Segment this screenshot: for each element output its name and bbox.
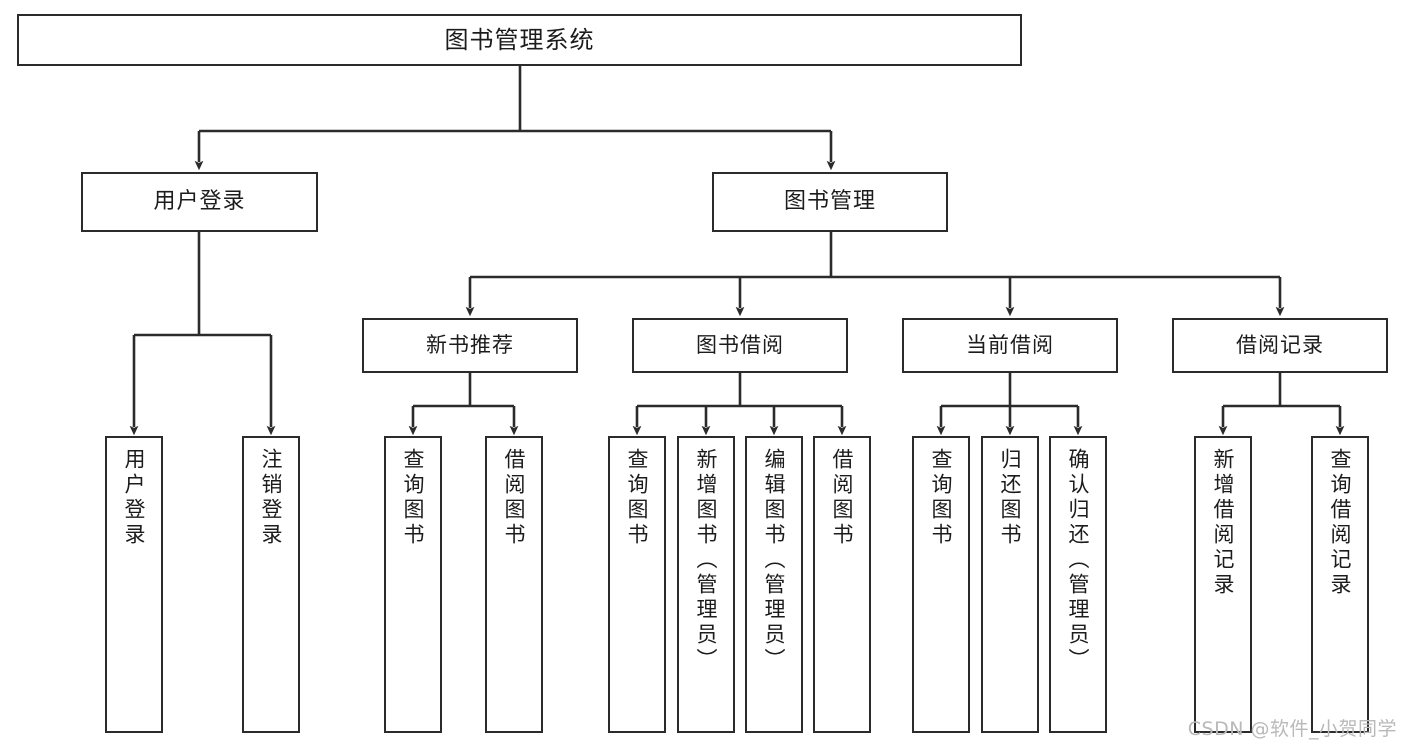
leaf-logout-login[interactable]: 注销登录 (242, 436, 300, 733)
leaf-borrow-book-2[interactable]: 借阅图书 (813, 436, 871, 733)
node-label: 用户登录 (122, 448, 147, 548)
node-label: 新增图书（管理员） (694, 448, 719, 673)
node-label: 图书管理系统 (444, 25, 595, 54)
leaf-query-borrow-record[interactable]: 查询借阅记录 (1311, 436, 1369, 733)
node-label: 查询图书 (929, 448, 954, 548)
node-label: 图书借阅 (696, 333, 784, 358)
node-label: 借阅记录 (1236, 333, 1324, 358)
node-label: 图书管理 (783, 189, 876, 215)
node-label: 借阅图书 (502, 448, 527, 548)
leaf-user-login[interactable]: 用户登录 (105, 436, 163, 733)
node-label: 查询借阅记录 (1328, 448, 1353, 598)
node-label: 用户登录 (153, 189, 246, 215)
node-label: 查询图书 (401, 448, 426, 548)
node-root-book-management-system[interactable]: 图书管理系统 (17, 14, 1022, 66)
node-label: 归还图书 (998, 448, 1023, 548)
leaf-add-borrow-record[interactable]: 新增借阅记录 (1194, 436, 1252, 733)
node-label: 借阅图书 (830, 448, 855, 548)
node-borrow-record[interactable]: 借阅记录 (1172, 318, 1388, 373)
leaf-query-book-3[interactable]: 查询图书 (912, 436, 970, 733)
node-current-borrow[interactable]: 当前借阅 (902, 318, 1118, 373)
leaf-add-book-admin[interactable]: 新增图书（管理员） (677, 436, 735, 733)
leaf-query-book-1[interactable]: 查询图书 (384, 436, 442, 733)
node-book-management[interactable]: 图书管理 (712, 172, 948, 232)
leaf-query-book-2[interactable]: 查询图书 (608, 436, 666, 733)
node-label: 新书推荐 (426, 333, 514, 358)
watermark-text: CSDN @软件_小贺同学 (1187, 718, 1397, 740)
node-new-book-recommend[interactable]: 新书推荐 (362, 318, 578, 373)
node-label: 当前借阅 (966, 333, 1054, 358)
node-label: 查询图书 (625, 448, 650, 548)
node-book-borrow[interactable]: 图书借阅 (632, 318, 848, 373)
node-label: 编辑图书（管理员） (762, 448, 787, 673)
leaf-confirm-return-admin[interactable]: 确认归还（管理员） (1049, 436, 1107, 733)
node-label: 确认归还（管理员） (1066, 448, 1091, 673)
node-user-login[interactable]: 用户登录 (81, 172, 318, 232)
node-label: 注销登录 (259, 448, 284, 548)
node-label: 新增借阅记录 (1211, 448, 1236, 598)
leaf-edit-book-admin[interactable]: 编辑图书（管理员） (745, 436, 803, 733)
leaf-borrow-book-1[interactable]: 借阅图书 (485, 436, 543, 733)
leaf-return-book[interactable]: 归还图书 (981, 436, 1039, 733)
